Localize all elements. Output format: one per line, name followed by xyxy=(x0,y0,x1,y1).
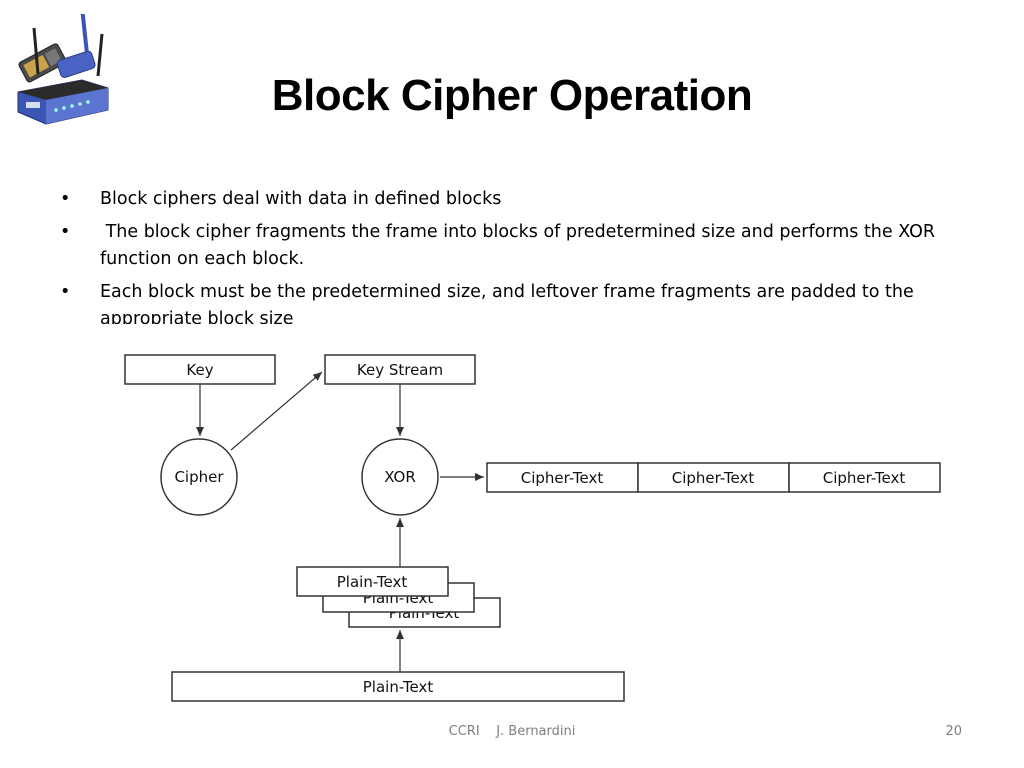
plaintext-input-box: Plain-Text xyxy=(171,671,625,702)
xor-node: XOR xyxy=(361,438,439,516)
plaintext-input-label: Plain-Text xyxy=(363,678,434,696)
bullet-item: • Block ciphers deal with data in define… xyxy=(58,186,968,213)
plaintext-block-label: Plain-Text xyxy=(337,573,408,591)
key-label: Key xyxy=(186,361,213,379)
key-stream-label: Key Stream xyxy=(357,361,443,379)
arrow-cipher-to-keystream xyxy=(230,371,323,451)
ciphertext-row: Cipher-Text Cipher-Text Cipher-Text xyxy=(486,462,941,493)
bullet-text: The block cipher fragments the frame int… xyxy=(100,222,941,269)
page-title: Block Cipher Operation xyxy=(271,71,753,120)
plaintext-stack: Plain-Text Plain-Text Plain-Text xyxy=(296,566,501,628)
bullet-marker: • xyxy=(60,282,71,302)
ciphertext-block-label: Cipher-Text xyxy=(521,469,604,487)
xor-label: XOR xyxy=(384,468,416,486)
bullet-item: • Each block must be the predetermined s… xyxy=(58,279,968,324)
bullet-text: Block ciphers deal with data in defined … xyxy=(100,189,502,209)
cipher-label: Cipher xyxy=(174,468,224,486)
wireless-router-icon xyxy=(17,14,109,125)
ciphertext-block-label: Cipher-Text xyxy=(672,469,755,487)
cipher-node: Cipher xyxy=(160,438,238,516)
ciphertext-block-label: Cipher-Text xyxy=(823,469,906,487)
page-number: 20 xyxy=(945,724,962,739)
bullet-list: • Block ciphers deal with data in define… xyxy=(58,186,968,324)
bullet-text: Each block must be the predetermined siz… xyxy=(100,282,914,324)
key-box: Key xyxy=(124,354,276,385)
bullet-item: • The block cipher fragments the frame i… xyxy=(58,219,968,273)
block-cipher-diagram: Key Key Stream Cipher XOR Cipher-Text Ci… xyxy=(124,354,941,702)
bullet-marker: • xyxy=(60,222,71,242)
key-stream-box: Key Stream xyxy=(324,354,476,385)
footer-credit: CCRI J. Bernardini xyxy=(448,724,576,739)
bullet-marker: • xyxy=(60,189,71,209)
